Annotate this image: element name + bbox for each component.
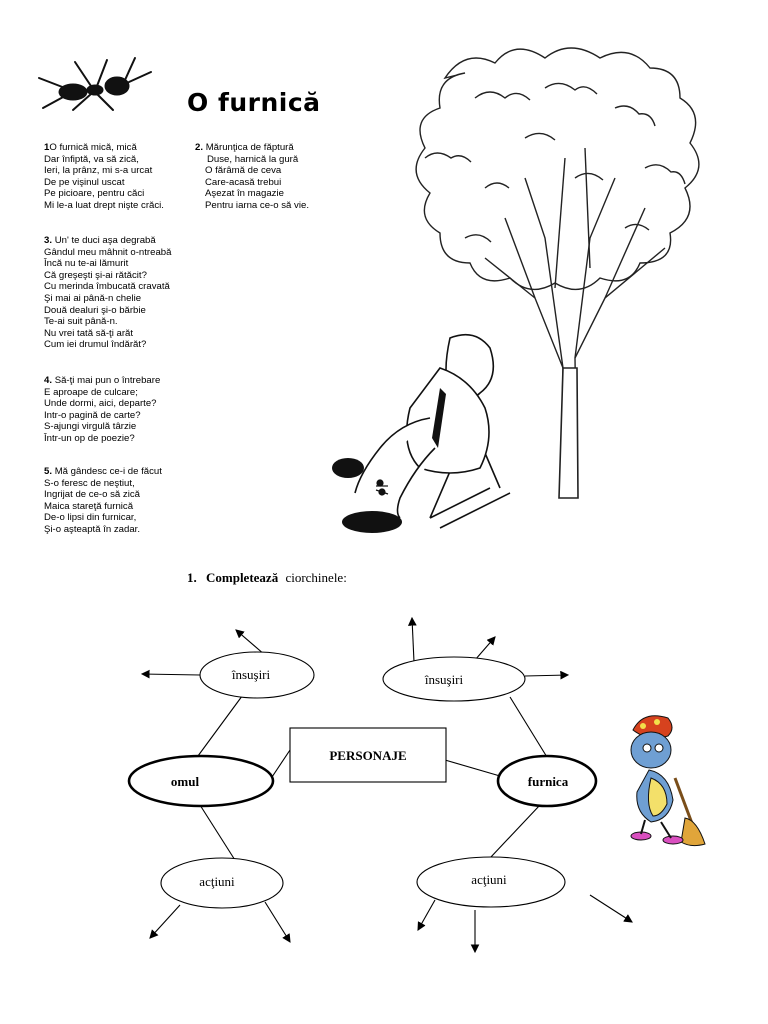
svg-text:însuşiri: însuşiri [231, 667, 271, 682]
stanza-line: Aşezat în magazie [205, 188, 284, 200]
stanza-line: Gândul meu mâhnit o-ntreabă [44, 246, 172, 258]
concept-map: însuşiri însuşiri PERSONAJE omul furnica… [127, 616, 633, 954]
stanza-line: Ieri, la prânz, mi s-a urcat [44, 165, 153, 177]
stanza-line: E aproape de culcare; [44, 386, 138, 398]
stanza-line: 4. Să-ţi mai pun o întrebare [44, 375, 161, 386]
stanza-line: Că greşeşti şi-ai rătăcit? [44, 269, 147, 281]
stanza-line: Cum iei drumul îndărăt? [44, 339, 147, 351]
stanza-line: Dar înfiptă, va să zică, [44, 153, 139, 165]
stanza-line: Ingrijat de ce-o să zică [44, 489, 140, 501]
stanza-line: Te-ai suit până-n. [44, 316, 118, 328]
stanza-line: Duse, harnică la gură [207, 153, 299, 165]
stanza-line: Unde dormi, aici, departe? [44, 398, 157, 410]
stanza-line: O fărâmă de ceva [205, 165, 282, 177]
node-center: PERSONAJE [289, 727, 447, 783]
svg-text:PERSONAJE: PERSONAJE [329, 748, 406, 763]
stanza-line: Două dealuri şi-o bărbie [44, 304, 146, 316]
stanza-line: Care-acasă trebui [205, 176, 282, 188]
stanza-line: Nu vrei tată să-ţi arăt [44, 327, 134, 339]
stanza-line: De-o lipsi din furnicar, [44, 512, 137, 524]
stanza-line: S-ajungi virgulă târzie [44, 421, 137, 433]
stanza-line: 1O furnică mică, mică [44, 142, 137, 153]
node-right-top: însuşiri [382, 656, 526, 702]
node-left: omul [127, 754, 275, 808]
node-left-top: însuşiri [199, 651, 315, 699]
stanza-2: 2. Mărunţica de făptură Duse, harnică la… [195, 142, 309, 212]
resting-man-illustration [332, 333, 511, 533]
node-right-bottom: acţiuni [416, 856, 566, 908]
stanza-5: 5. Mă gândesc ce-i de făcut S-o feresc d… [44, 466, 162, 536]
stanza-line: Şi-o aşteaptă în zadar. [44, 523, 140, 535]
stanza-line: Şi mai ai până-n chelie [44, 292, 142, 304]
stanza-line: Într-un op de poezie? [44, 432, 135, 444]
svg-text:omul: omul [171, 774, 200, 789]
stanza-line: S-o feresc de neştiut, [44, 477, 135, 489]
stanza-line: Mi le-a luat drept nişte crăci. [44, 199, 164, 211]
stanza-line: De pe vişinul uscat [44, 176, 125, 188]
stanza-line: Intr-o pagină de carte? [44, 409, 141, 421]
stanza-1: 1O furnică mică, mică Dar înfiptă, va să… [44, 142, 164, 212]
exercise-heading: 1. Completează ciorchinele: [187, 570, 347, 585]
stanza-line: Cu merinda îmbucată cravată [44, 281, 170, 293]
ant-character-illustration [630, 715, 706, 847]
page-title: O furnică [187, 88, 321, 117]
node-right: furnica [496, 754, 598, 808]
stanza-line: Pentru iarna ce-o să vie. [205, 199, 309, 211]
stanza-line: Pe picioare, pentru căci [44, 188, 145, 200]
svg-text:acţiuni: acţiuni [199, 874, 235, 889]
svg-text:furnica: furnica [528, 774, 569, 789]
stanza-line: Încă nu te-ai lămurit [44, 258, 129, 270]
stanza-line: 5. Mă gândesc ce-i de făcut [44, 466, 162, 477]
stanza-line: 2. Mărunţica de făptură [195, 142, 294, 153]
stanza-line: 3. Un' te duci aşa degrabă [44, 235, 156, 246]
node-left-bottom: acţiuni [160, 857, 284, 909]
stanza-3: 3. Un' te duci aşa degrabă Gândul meu mâ… [44, 235, 171, 351]
ant-icon [38, 57, 152, 111]
stanza-line: Maica stareţă furnică [44, 500, 134, 512]
svg-text:însuşiri: însuşiri [424, 672, 464, 687]
stanza-4: 4. Să-ţi mai pun o întrebare E aproape d… [44, 375, 160, 445]
tree-illustration [415, 47, 700, 499]
svg-text:acţiuni: acţiuni [471, 872, 507, 887]
